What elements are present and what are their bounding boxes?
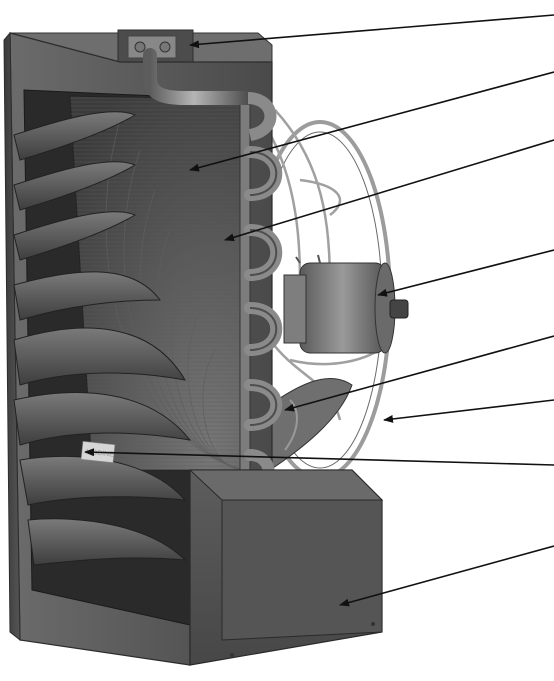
heating-coil: [69, 95, 251, 471]
callout-4: [377, 249, 554, 297]
coil-fin-arcs: [105, 119, 246, 471]
callout-5: [284, 335, 554, 412]
callout-3: [224, 139, 554, 242]
callout-6: [383, 399, 554, 423]
nameplate-label: MODINE: [86, 449, 115, 459]
louvers: [13, 111, 192, 566]
return-header: [188, 469, 384, 666]
callout-8: [339, 545, 554, 607]
callout-2: [189, 71, 554, 172]
fan-motor: [283, 254, 409, 354]
callout-lines: [84, 14, 554, 607]
callout-7: [84, 448, 554, 466]
callout-1: [189, 14, 554, 49]
